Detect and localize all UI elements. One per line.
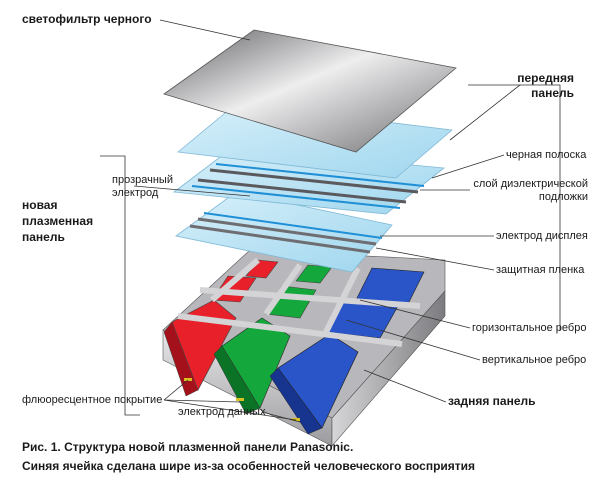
- label-protective-film: защитная пленка: [496, 264, 585, 276]
- horizontal-rib: [199, 287, 421, 309]
- label-display-electrode: электрод дисплея: [496, 230, 588, 242]
- horizontal-rib: [177, 313, 403, 347]
- cell-blue-front-wall: [269, 367, 323, 435]
- label-black-filter: светофильтр черного: [22, 12, 152, 26]
- label-front-panel-line1: передняя: [517, 71, 574, 85]
- black-stripe: [197, 178, 407, 204]
- label-vertical-rib: вертикальное ребро: [482, 354, 587, 366]
- data-electrode: [236, 398, 244, 401]
- black-stripe: [209, 168, 419, 194]
- display-electrode-stripe: [203, 212, 383, 239]
- electrode-stripe: [191, 185, 401, 209]
- label-front-panel-line2: панель: [531, 86, 574, 100]
- label-horizontal-rib: горизонтальное ребро: [472, 322, 587, 334]
- black-filter-layer: [163, 29, 457, 153]
- label-back-panel: задняя панель: [448, 394, 536, 408]
- label-transparent-electrode-line2: электрод: [112, 187, 159, 199]
- label-new-panel-line1: новая: [22, 198, 58, 212]
- electrode-stripe: [215, 163, 425, 187]
- label-new-panel-line3: панель: [22, 230, 65, 244]
- label-phosphor: флюоресцентное покрытие: [22, 394, 163, 406]
- leader-lines: [100, 19, 561, 423]
- label-dielectric-line1: слой диэлектрической: [473, 178, 588, 190]
- cell-red-front-wall: [163, 321, 199, 397]
- data-electrode: [292, 418, 300, 421]
- caption-line2: Синяя ячейка сделана шире из-за особенно…: [22, 459, 476, 473]
- display-electrode-stripe: [189, 224, 371, 254]
- label-data-electrode: электрод данных: [178, 406, 266, 418]
- vertical-rib: [263, 263, 303, 316]
- label-transparent-electrode-line1: прозрачный: [112, 174, 173, 186]
- label-dielectric-line2: подложки: [538, 191, 588, 203]
- cell-green-front-wall: [213, 345, 261, 415]
- display-electrode-stripe: [197, 217, 377, 246]
- label-black-stripe: черная полоска: [506, 149, 587, 161]
- data-electrode: [184, 378, 192, 381]
- caption-line1: Рис. 1. Структура новой плазменной панел…: [22, 440, 354, 454]
- label-new-panel-line2: плазменная: [22, 214, 94, 228]
